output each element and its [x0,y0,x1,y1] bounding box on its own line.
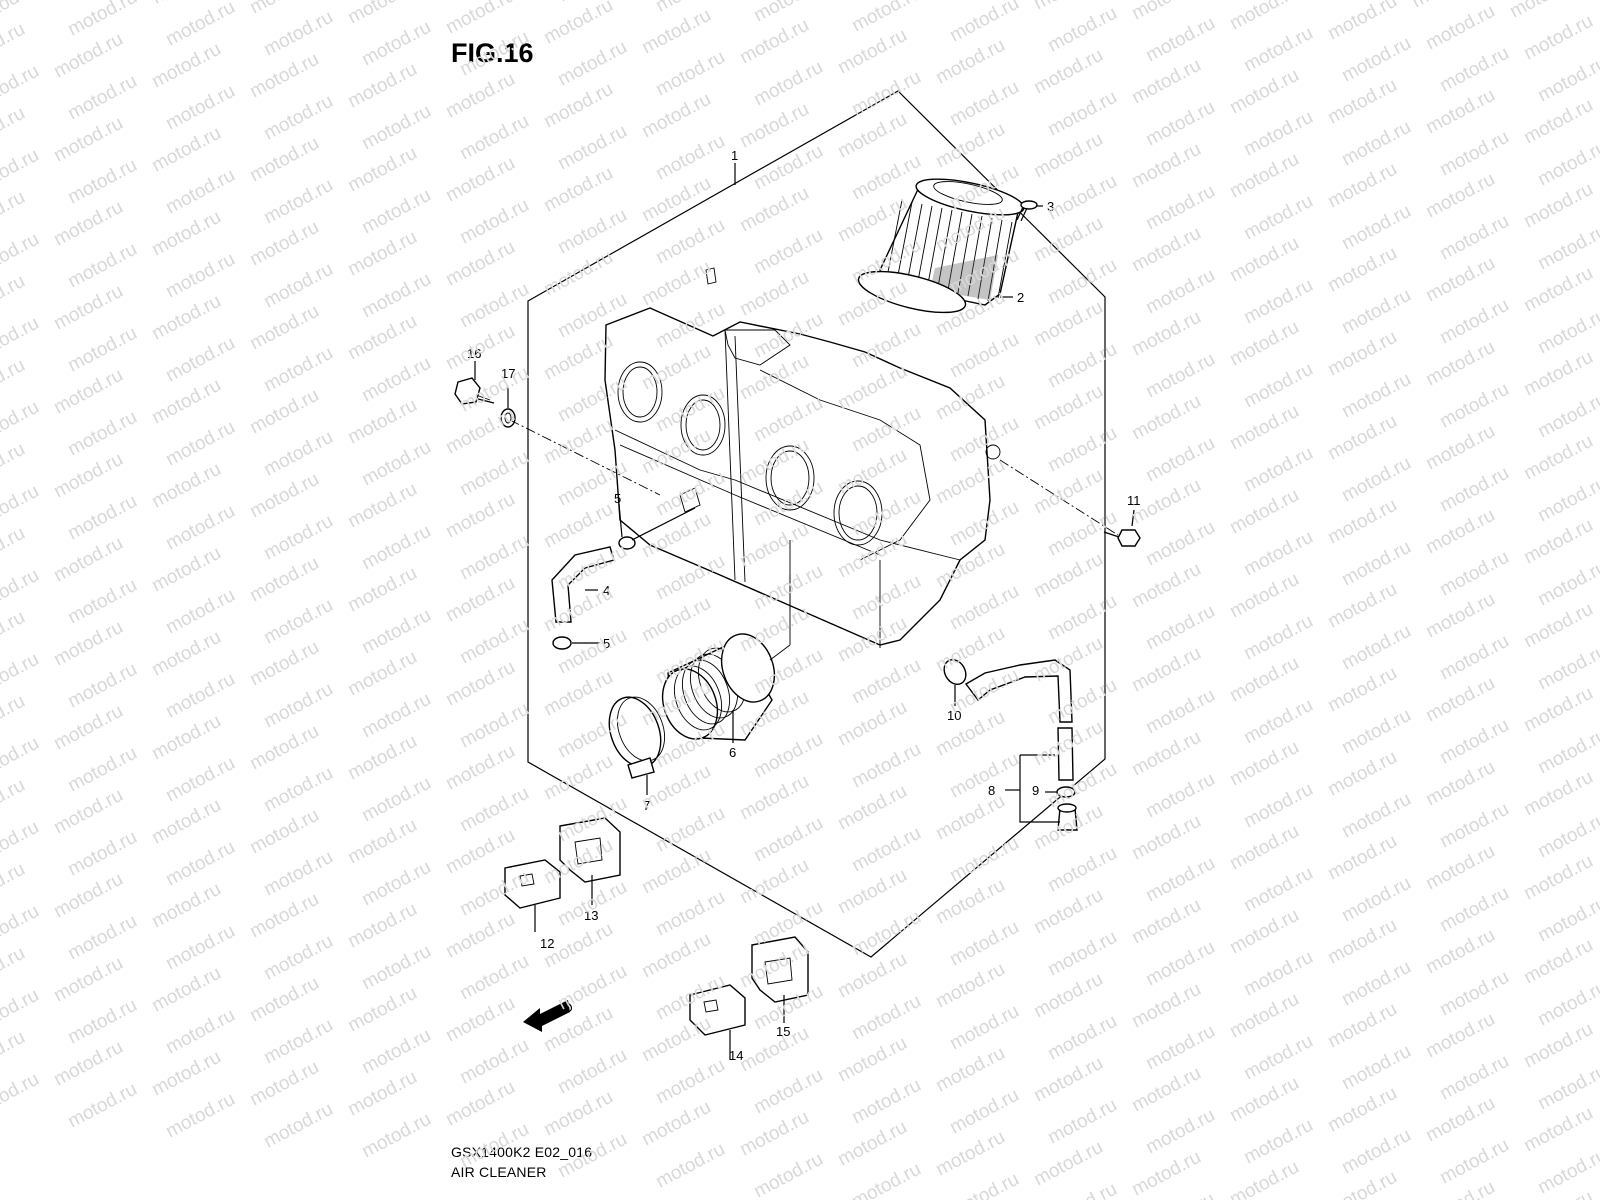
model-code: GSX1400K2 E02_016 [451,1144,593,1160]
drain-clamp[interactable] [1056,786,1076,798]
connector-14[interactable] [689,984,746,1060]
hose-clamp-10[interactable] [940,656,970,689]
sensor-o-ring[interactable] [500,408,516,428]
callout-10: 10 [947,708,961,723]
callout-4: 4 [603,583,610,598]
callout-12: 12 [540,936,554,951]
intake-boot[interactable] [653,627,783,747]
figure-caption: AIR CLEANER [451,1164,547,1180]
callout-16: 16 [467,346,481,361]
breather-hose[interactable] [551,546,615,623]
connector-holder-13[interactable] [559,817,621,905]
hose-clamp-lower[interactable] [552,636,572,650]
callout-15: 15 [776,1024,790,1039]
fwd-arrow-icon: FWD [523,999,575,1032]
mounting-bolt[interactable] [1103,529,1141,547]
callout-5-lower: 5 [603,636,610,651]
callout-13: 13 [584,908,598,923]
air-filter-element[interactable] [855,172,1027,321]
hose-clamp-upper[interactable] [618,536,636,550]
callout-6: 6 [729,745,736,760]
filter-screw[interactable] [1016,200,1038,222]
callout-11: 11 [1127,493,1141,508]
callout-14: 14 [729,1048,743,1063]
drain-plug[interactable] [1057,803,1078,831]
connector-holder-15[interactable] [751,936,809,1023]
callout-5-upper: 5 [614,491,621,506]
fwd-badge-label: FWD [542,999,575,1025]
leader-lines [474,163,1135,823]
assembly-boundary [527,90,1106,958]
intake-air-temp-sensor[interactable] [454,377,495,405]
callout-3: 3 [1047,199,1054,214]
drain-hose[interactable] [964,659,1074,781]
callout-17: 17 [501,366,515,381]
callout-8: 8 [988,783,995,798]
boot-clamp[interactable] [600,690,673,779]
callout-2: 2 [1017,290,1024,305]
callout-1: 1 [731,148,738,163]
figure-title: FIG.16 [451,38,534,68]
air-cleaner-box[interactable] [604,267,1001,648]
callout-9: 9 [1032,783,1039,798]
connector-12[interactable] [504,859,561,932]
callout-7: 7 [643,798,650,813]
